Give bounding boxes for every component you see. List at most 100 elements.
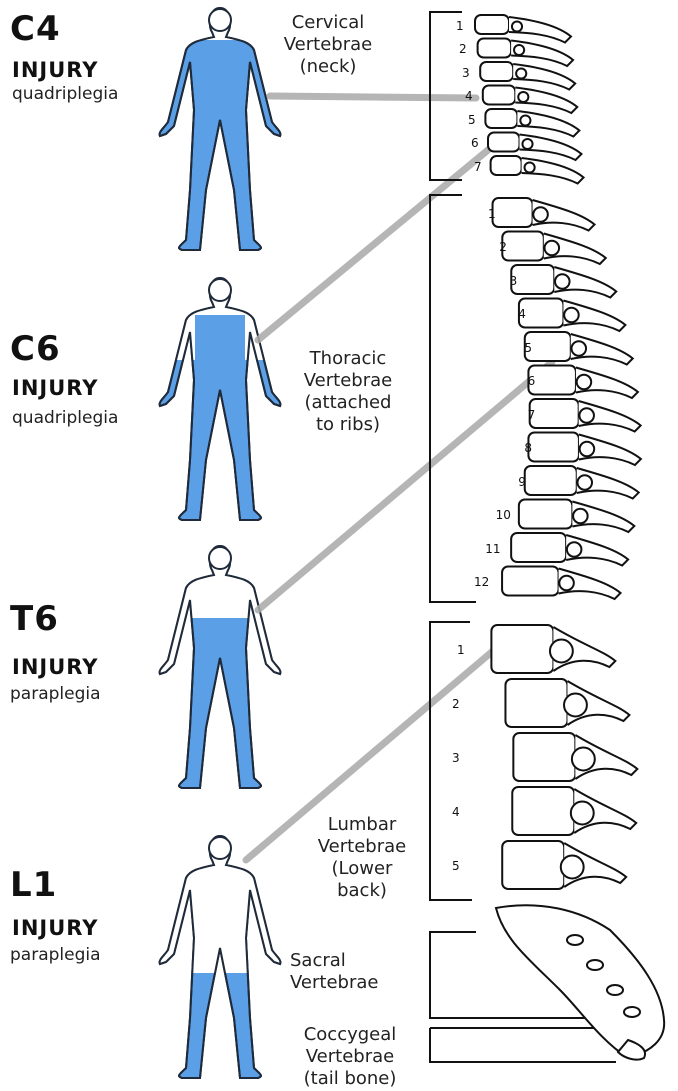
vertebra-thoracic-7 <box>530 399 579 428</box>
pointer-c4 <box>270 96 476 98</box>
facet-joint-cervical-3 <box>516 68 526 78</box>
vertebra-thoracic-9 <box>525 466 577 495</box>
vertebra-number-cervical-4: 4 <box>465 90 473 102</box>
facet-joint-cervical-1 <box>512 21 522 31</box>
vertebra-thoracic-12 <box>502 567 559 596</box>
facet-joint-thoracic-6 <box>577 375 592 390</box>
facet-joint-cervical-7 <box>525 162 535 172</box>
vertebra-number-lumbar-5: 5 <box>452 860 460 872</box>
injury-type-l1: paraplegia <box>10 947 101 964</box>
vertebra-thoracic-10 <box>519 500 573 529</box>
injury-level-l1: L1 <box>10 868 57 902</box>
vertebra-lumbar-4 <box>512 787 574 835</box>
vertebra-lumbar-1 <box>491 625 553 673</box>
region-lumbar-line-4: back) <box>296 880 428 902</box>
injury-level-t6: T6 <box>10 602 59 636</box>
vertebra-cervical-1 <box>475 15 509 34</box>
vertebra-number-lumbar-4: 4 <box>452 806 460 818</box>
vertebra-number-thoracic-4: 4 <box>518 308 526 320</box>
vertebra-cervical-5 <box>485 109 517 128</box>
body-figure-t6 <box>150 538 290 788</box>
facet-joint-thoracic-11 <box>567 542 582 557</box>
vertebra-lumbar-3 <box>513 733 575 781</box>
region-label-cervical: Cervical Vertebrae (neck) <box>258 12 398 78</box>
region-label-coccygeal: Coccygeal Vertebrae (tail bone) <box>282 1024 418 1090</box>
facet-joint-lumbar-3 <box>572 748 595 771</box>
region-coccygeal-line-1: Coccygeal <box>282 1024 418 1046</box>
facet-joint-thoracic-10 <box>573 509 588 524</box>
injury-level-c4: C4 <box>10 12 61 46</box>
injury-type-c6: quadriplegia <box>12 410 118 427</box>
sacrum <box>496 905 664 1058</box>
bracket-thoracic <box>430 195 476 602</box>
sacral-foramen-2 <box>587 960 603 970</box>
vertebra-number-thoracic-3: 3 <box>510 275 518 287</box>
facet-joint-cervical-4 <box>518 92 528 102</box>
vertebra-number-lumbar-3: 3 <box>452 752 460 764</box>
region-label-sacral: Sacral Vertebrae <box>290 950 420 994</box>
facet-joint-thoracic-1 <box>533 207 548 222</box>
bracket-lumbar <box>430 622 472 900</box>
region-coccygeal-line-3: (tail bone) <box>282 1068 418 1090</box>
vertebra-number-thoracic-8: 8 <box>524 442 532 454</box>
vertebra-number-cervical-5: 5 <box>468 114 476 126</box>
vertebra-number-cervical-7: 7 <box>474 161 482 173</box>
vertebra-lumbar-5 <box>502 841 564 889</box>
spine-column <box>475 15 664 1060</box>
region-lumbar-line-1: Lumbar <box>296 814 428 836</box>
vertebra-cervical-2 <box>478 39 512 58</box>
region-thoracic-line-3: (attached <box>282 392 414 414</box>
vertebra-number-lumbar-2: 2 <box>452 698 460 710</box>
facet-joint-thoracic-3 <box>555 274 570 289</box>
vertebra-number-thoracic-12: 12 <box>474 576 489 588</box>
facet-joint-cervical-2 <box>514 45 524 55</box>
vertebra-number-thoracic-9: 9 <box>518 476 526 488</box>
vertebra-thoracic-11 <box>511 533 566 562</box>
region-cervical-line-3: (neck) <box>258 56 398 78</box>
vertebra-thoracic-6 <box>528 366 576 395</box>
vertebra-number-thoracic-10: 10 <box>496 509 511 521</box>
vertebra-lumbar-2 <box>505 679 567 727</box>
facet-joint-thoracic-7 <box>579 408 594 423</box>
injury-type-c4: quadriplegia <box>12 86 118 103</box>
facet-joint-cervical-5 <box>520 115 530 125</box>
vertebra-cervical-3 <box>480 62 513 81</box>
vertebra-cervical-6 <box>488 133 520 152</box>
vertebra-cervical-7 <box>491 156 522 175</box>
vertebra-number-thoracic-11: 11 <box>485 543 500 555</box>
region-thoracic-line-2: Vertebrae <box>282 370 414 392</box>
vertebra-number-lumbar-1: 1 <box>457 644 465 656</box>
vertebra-number-thoracic-7: 7 <box>528 409 536 421</box>
region-lumbar-line-2: Vertebrae <box>296 836 428 858</box>
region-label-thoracic: Thoracic Vertebrae (attached to ribs) <box>282 348 414 436</box>
facet-joint-thoracic-4 <box>564 308 579 323</box>
injury-label-t6: INJURY <box>12 657 98 678</box>
vertebra-number-thoracic-2: 2 <box>499 241 507 253</box>
vertebra-number-thoracic-1: 1 <box>488 208 496 220</box>
injury-type-t6: paraplegia <box>10 686 101 703</box>
region-thoracic-line-4: to ribs) <box>282 414 414 436</box>
facet-joint-lumbar-2 <box>564 694 587 717</box>
sacral-foramen-3 <box>607 985 623 995</box>
region-cervical-line-1: Cervical <box>258 12 398 34</box>
body-figure-l1 <box>150 828 290 1078</box>
vertebra-thoracic-3 <box>511 265 554 294</box>
region-label-lumbar: Lumbar Vertebrae (Lower back) <box>296 814 428 902</box>
injury-label-l1: INJURY <box>12 918 98 939</box>
vertebra-thoracic-2 <box>502 232 544 261</box>
pointer-c6 <box>258 150 488 340</box>
vertebra-number-cervical-2: 2 <box>459 43 467 55</box>
vertebra-number-thoracic-5: 5 <box>524 342 532 354</box>
region-cervical-line-2: Vertebrae <box>258 34 398 56</box>
vertebra-number-cervical-3: 3 <box>462 67 470 79</box>
facet-joint-lumbar-4 <box>571 802 594 825</box>
vertebra-thoracic-8 <box>528 433 579 462</box>
body-figure-c6 <box>150 270 290 520</box>
vertebra-number-thoracic-6: 6 <box>528 375 536 387</box>
vertebra-thoracic-1 <box>493 198 533 227</box>
facet-joint-thoracic-12 <box>559 576 574 591</box>
facet-joint-thoracic-2 <box>545 241 560 256</box>
region-sacral-line-2: Vertebrae <box>290 972 420 994</box>
region-lumbar-line-3: (Lower <box>296 858 428 880</box>
sacral-foramen-1 <box>567 935 583 945</box>
